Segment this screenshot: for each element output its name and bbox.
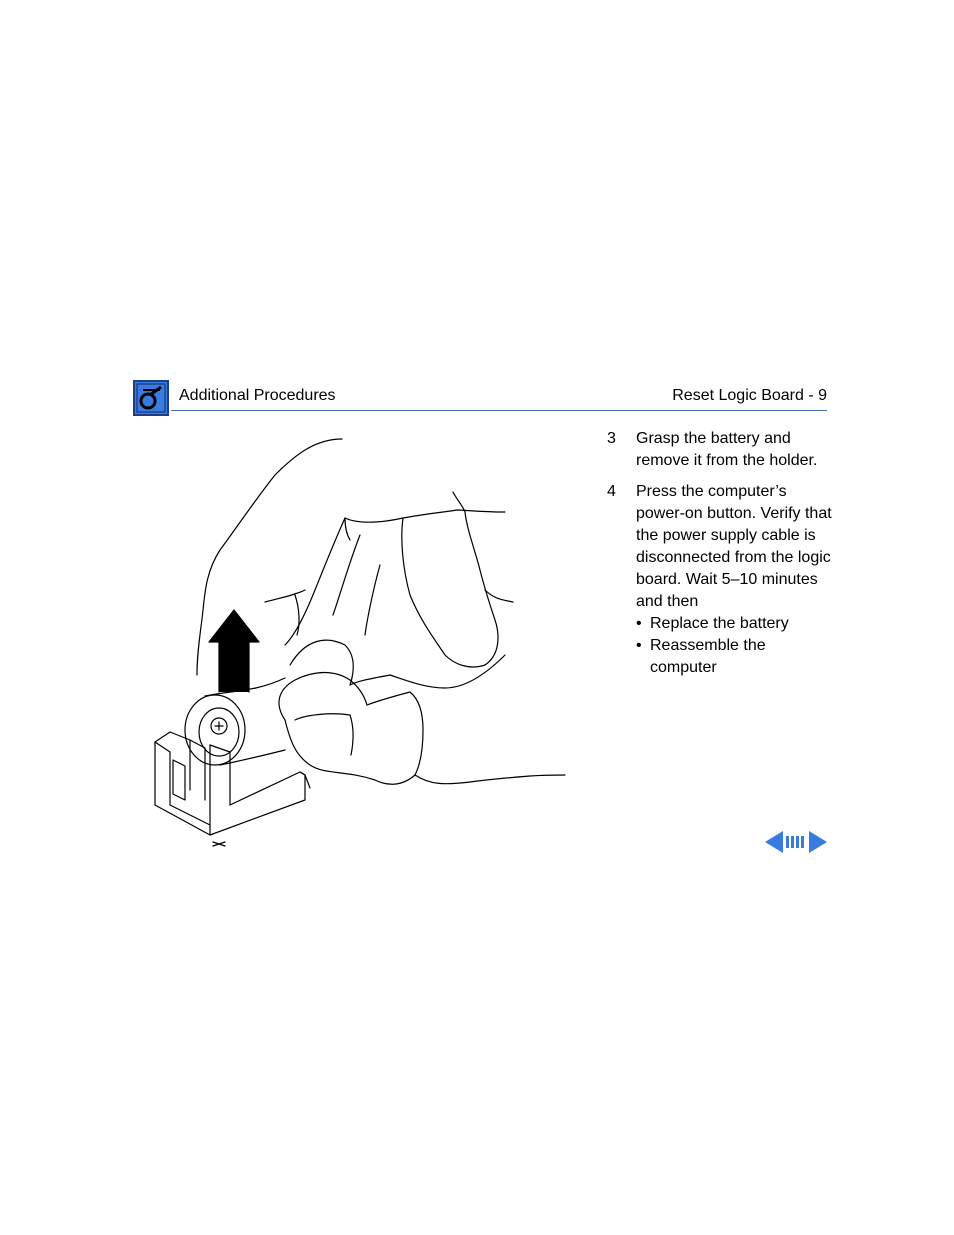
page-navigation [765, 830, 827, 854]
header-divider [171, 410, 827, 411]
bullet-icon: • [636, 637, 642, 654]
previous-page-arrow-icon[interactable] [765, 831, 783, 853]
step-number: 4 [607, 483, 616, 500]
step-number: 3 [607, 430, 616, 447]
page-index-icon[interactable] [786, 836, 804, 848]
page-label: Reset Logic Board - 9 [672, 387, 827, 404]
list-item: • Replace the battery [636, 613, 832, 635]
step-3: 3 Grasp the battery and remove it from t… [607, 428, 832, 472]
list-item: • Reassemble the computer [636, 635, 832, 679]
page-header: Additional Procedures Reset Logic Board … [133, 380, 827, 416]
next-page-arrow-icon[interactable] [809, 831, 827, 853]
step-text: Press the computer’s power-on button. Ve… [636, 483, 832, 610]
step-4: 4 Press the computer’s power-on button. … [607, 481, 832, 679]
bullet-text: Replace the battery [650, 615, 789, 632]
section-title: Additional Procedures [179, 387, 336, 404]
hand-removing-battery-illustration [154, 438, 566, 847]
step-4-bullets: • Replace the battery • Reassemble the c… [636, 613, 832, 679]
instruction-steps: 3 Grasp the battery and remove it from t… [607, 428, 832, 688]
apple-service-logo-icon [133, 380, 169, 416]
bullet-text: Reassemble the computer [650, 637, 766, 676]
bullet-icon: • [636, 615, 642, 632]
step-text: Grasp the battery and remove it from the… [636, 430, 818, 469]
